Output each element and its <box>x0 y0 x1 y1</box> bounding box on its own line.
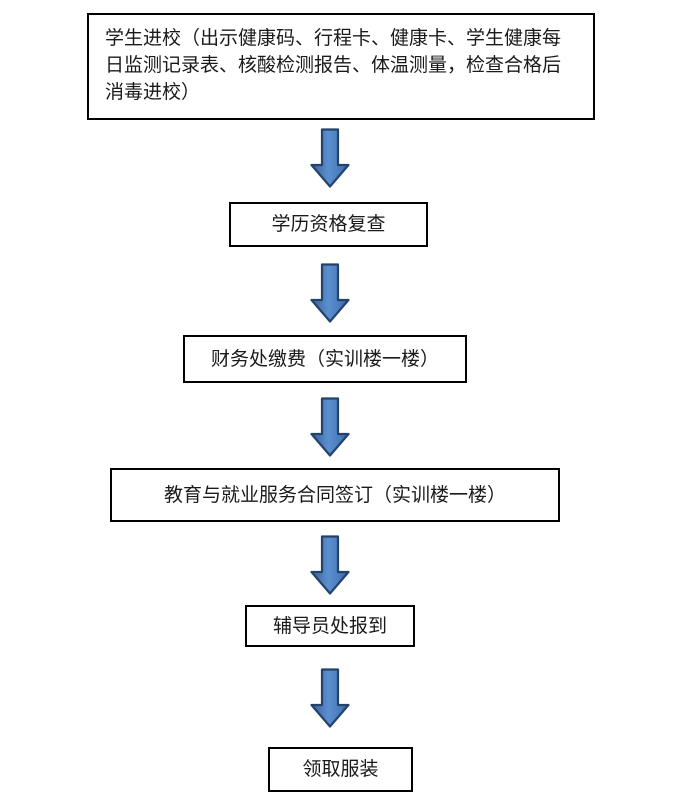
down-arrow-icon <box>310 668 350 728</box>
flow-step-label: 财务处缴费（实训楼一楼） <box>210 347 439 370</box>
flow-step-counselor-registration: 辅导员处报到 <box>245 605 415 647</box>
down-arrow-icon <box>310 397 350 457</box>
flow-step-uniform-collection: 领取服装 <box>268 747 413 792</box>
flow-step-label: 学生进校（出示健康码、行程卡、健康卡、学生健康每日监测记录表、核酸检测报告、体温… <box>105 27 562 103</box>
flow-step-student-entry: 学生进校（出示健康码、行程卡、健康卡、学生健康每日监测记录表、核酸检测报告、体温… <box>87 13 595 120</box>
flow-step-label: 领取服装 <box>302 758 379 780</box>
flow-step-finance-payment: 财务处缴费（实训楼一楼） <box>183 335 467 383</box>
down-arrow-icon <box>310 263 350 323</box>
flow-step-label: 教育与就业服务合同签订（实训楼一楼） <box>163 483 506 506</box>
down-arrow-icon <box>310 128 350 188</box>
flow-step-label: 辅导员处报到 <box>272 614 387 637</box>
flow-step-qualification-recheck: 学历资格复查 <box>229 202 428 247</box>
flow-step-label: 学历资格复查 <box>271 213 386 235</box>
down-arrow-icon <box>310 535 350 595</box>
flow-step-contract-signing: 教育与就业服务合同签订（实训楼一楼） <box>110 468 560 522</box>
